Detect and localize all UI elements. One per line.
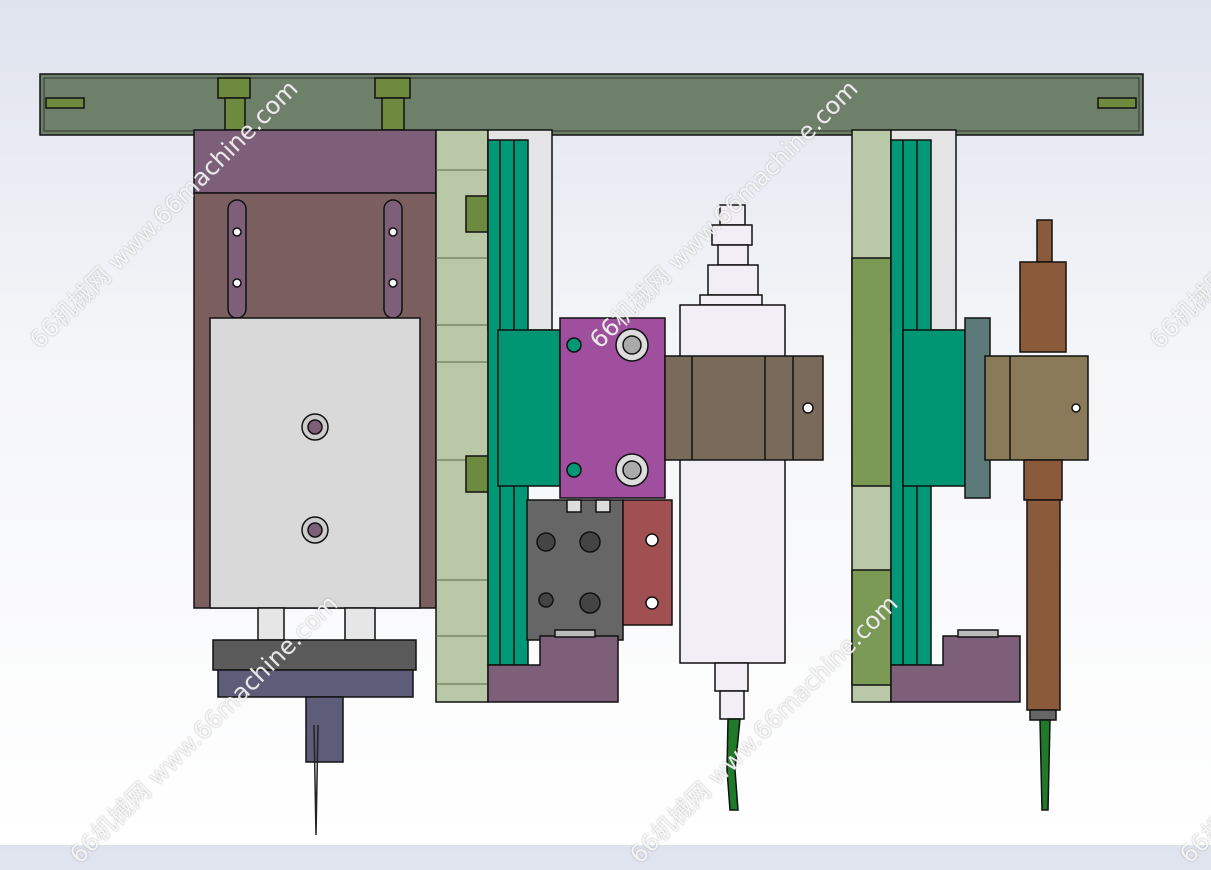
socket-head-screw: [622, 460, 642, 480]
right-slide-assembly: [851, 129, 1089, 811]
cad-assembly-drawing: [39, 73, 1144, 836]
adjust-slot-right: [383, 199, 403, 319]
left-cylinder-assembly: [193, 129, 437, 836]
needle: [313, 724, 319, 836]
screw-hole: [307, 419, 323, 435]
wire: [726, 718, 741, 811]
socket-head-screw: [622, 335, 642, 355]
mount-bolt-1: [224, 97, 246, 131]
torch-clamp: [984, 355, 1089, 461]
spindle-assembly: [664, 204, 824, 811]
torch-body: [1019, 261, 1067, 353]
left-end-bolt: [45, 97, 85, 109]
top-frame-bar: [39, 73, 1144, 136]
adjust-slot-left: [227, 199, 247, 319]
wire: [1039, 719, 1051, 811]
mount-bolt-2: [381, 97, 405, 131]
screw-hole: [307, 522, 323, 538]
spindle-clamp: [664, 355, 824, 461]
rail-carriage: [902, 329, 966, 487]
middle-slide-assembly: [435, 129, 673, 703]
right-end-bolt: [1097, 97, 1137, 109]
rail-carriage: [497, 329, 561, 487]
